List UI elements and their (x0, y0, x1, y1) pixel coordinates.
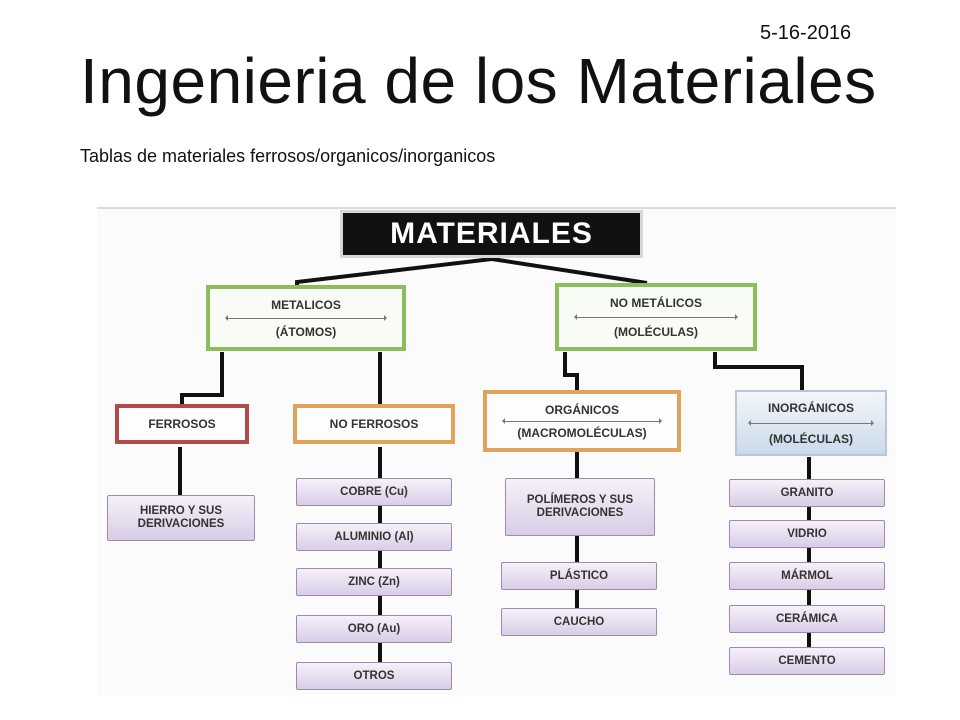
node-no-ferrosos: NO FERROSOS (293, 404, 455, 444)
leaf-ceramica: CERÁMICA (729, 605, 885, 633)
node-no-metalicos-label: NO METÁLICOS (610, 296, 702, 310)
connector-metalicos-ferrosos (180, 352, 224, 405)
node-inorganicos-label: INORGÁNICOS (767, 401, 854, 415)
node-organicos-sub: (MACROMOLÉCULAS) (517, 426, 647, 440)
slide-date: 5-16-2016 (760, 22, 852, 44)
slide-title: Ingenieria de los Materiales (80, 45, 877, 117)
connector-no-metalicos-inorganicos (713, 352, 804, 390)
connector-root-no-metalicos (491, 257, 648, 285)
leaf-plastico: PLÁSTICO (501, 562, 657, 590)
leaf-oro: ORO (Au) (296, 615, 452, 643)
node-ferrosos: FERROSOS (115, 404, 249, 444)
leaf-ferrosos-hierro: HIERRO Y SUS DERIVACIONES (107, 495, 255, 541)
double-arrow-icon (225, 315, 387, 321)
slide-subtitle: Tablas de materiales ferrosos/organicos/… (80, 146, 496, 166)
leaf-vidrio: VIDRIO (729, 520, 885, 548)
leaf-aluminio: ALUMINIO (Al) (296, 523, 452, 551)
root-node-materiales: MATERIALES (340, 210, 643, 258)
diagram-top-border (97, 207, 896, 209)
node-metalicos-sub: (ÁTOMOS) (275, 325, 337, 339)
leaf-otros: OTROS (296, 662, 452, 690)
materials-diagram: MATERIALES METALICOS (ÁTOMOS) NO METÁLIC… (97, 207, 896, 695)
leaf-polimeros: POLÍMEROS Y SUS DERIVACIONES (505, 478, 655, 536)
node-no-metalicos-sub: (MOLÉCULAS) (614, 325, 698, 339)
leaf-granito: GRANITO (729, 479, 885, 507)
leaf-cobre: COBRE (Cu) (296, 478, 452, 506)
leaf-marmol: MÁRMOL (729, 562, 885, 590)
node-organicos-label: ORGÁNICOS (544, 403, 619, 417)
node-organicos: ORGÁNICOS (MACROMOLÉCULAS) (483, 390, 681, 452)
node-metalicos-label: METALICOS (271, 298, 341, 312)
leaf-caucho: CAUCHO (501, 608, 657, 636)
leaf-cemento: CEMENTO (729, 647, 885, 675)
double-arrow-icon (574, 314, 738, 320)
node-no-metalicos: NO METÁLICOS (MOLÉCULAS) (555, 283, 757, 351)
leaf-zinc: ZINC (Zn) (296, 568, 452, 596)
double-arrow-icon (748, 420, 874, 426)
node-inorganicos: INORGÁNICOS (MOLÉCULAS) (735, 390, 887, 456)
node-inorganicos-sub: (MOLÉCULAS) (769, 432, 853, 446)
node-metalicos: METALICOS (ÁTOMOS) (206, 285, 406, 351)
connector-root-metalicos (295, 257, 494, 287)
connector-no-metalicos-organicos (563, 352, 579, 390)
double-arrow-icon (502, 418, 662, 424)
